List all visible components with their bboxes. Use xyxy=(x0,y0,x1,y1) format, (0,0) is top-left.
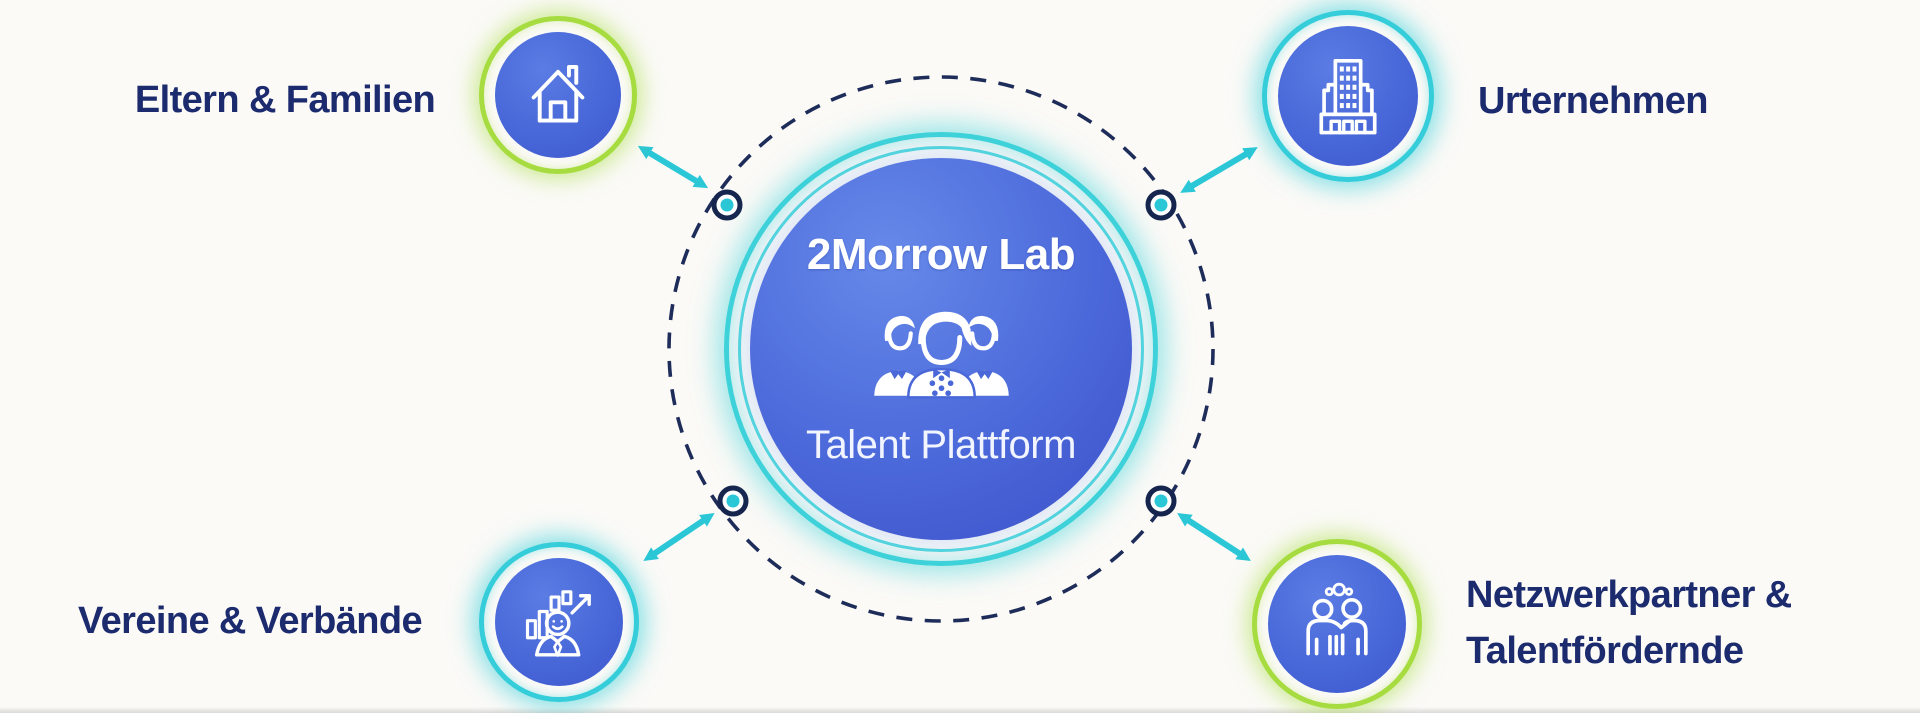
label-urternehmen: Urternehmen xyxy=(1478,80,1709,122)
connector-dot-top-left xyxy=(711,189,743,221)
label-netzwerkpartner: Netzwerkpartner & Talentfördernde xyxy=(1466,567,1792,679)
satellite-vereine-verbaende xyxy=(479,542,639,702)
hub-subtitle: Talent Plattform xyxy=(806,422,1076,467)
growth-person-icon xyxy=(525,590,591,657)
building-icon xyxy=(1319,59,1377,135)
arrow-top-left xyxy=(637,145,709,189)
hub-inner-ring xyxy=(738,146,1144,552)
satellite-urternehmen xyxy=(1262,10,1434,182)
house-icon xyxy=(531,65,585,123)
satellite-urternehmen-circle xyxy=(1278,26,1418,166)
connector-dot-bottom-right xyxy=(1145,485,1177,517)
arrow-bottom-left xyxy=(643,512,715,562)
arrow-bottom-right xyxy=(1177,513,1251,561)
satellite-eltern-circle xyxy=(495,32,621,158)
satellite-netzwerkpartner-circle xyxy=(1268,555,1406,693)
label-vereine-verbaende: Vereine & Verbände xyxy=(77,600,423,642)
label-netzwerkpartner-line1: Netzwerkpartner & xyxy=(1466,574,1792,616)
arrow-top-right xyxy=(1180,147,1258,193)
hub-outer-ring xyxy=(724,132,1158,566)
satellite-netzwerkpartner xyxy=(1252,539,1422,709)
hub-title: 2Morrow Lab xyxy=(806,229,1076,279)
satellite-vereine-circle xyxy=(495,558,623,686)
team-icon xyxy=(864,296,1019,409)
label-netzwerkpartner-line2: Talentfördernde xyxy=(1466,630,1744,672)
connector-dot-top-right xyxy=(1145,189,1177,221)
label-eltern-familien: Eltern & Familien xyxy=(134,79,436,121)
connector-dot-bottom-left xyxy=(717,485,749,517)
dashed-orbit-circle xyxy=(667,75,1215,623)
network-people-icon xyxy=(1306,582,1368,656)
hub-circle: 2Morrow Lab xyxy=(750,158,1132,540)
satellite-eltern-familien xyxy=(479,16,637,174)
